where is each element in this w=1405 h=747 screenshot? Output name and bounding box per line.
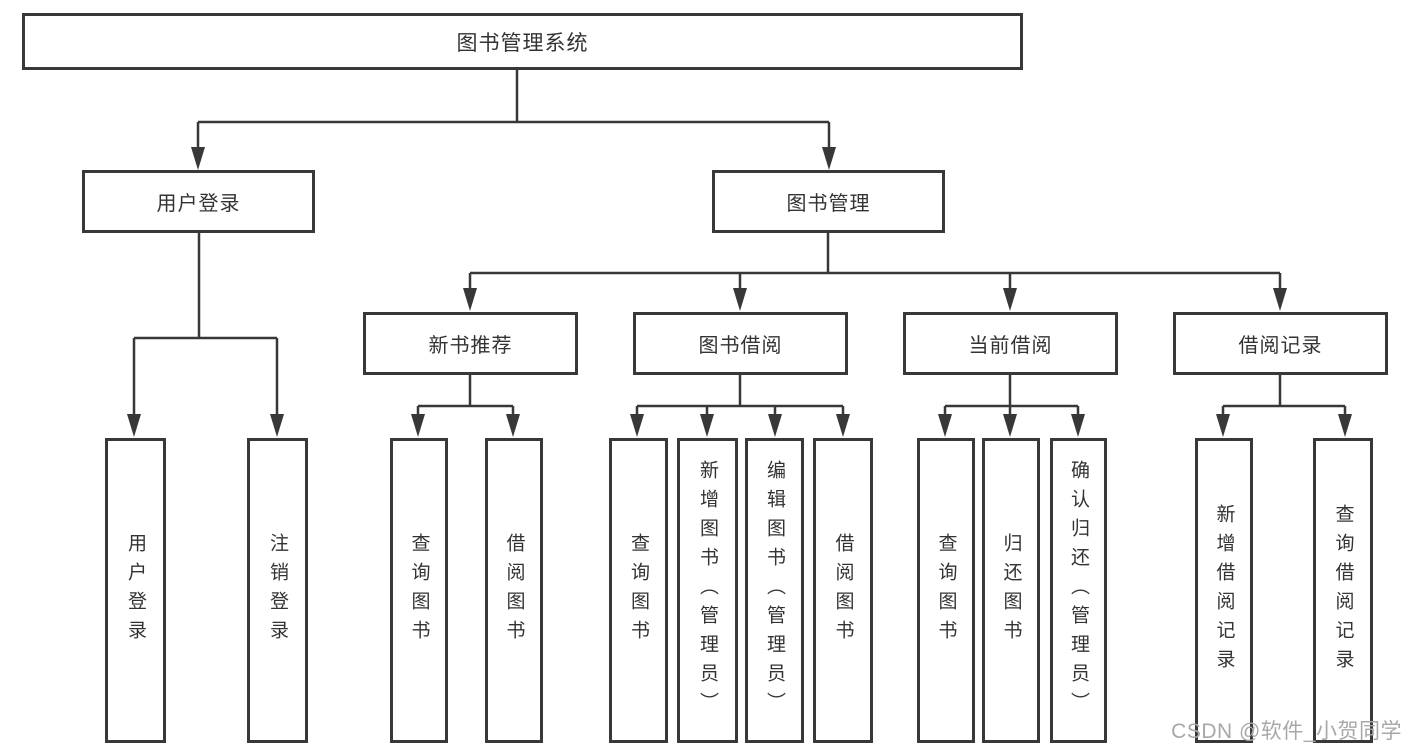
node-borrow-borrow-book: 借阅图书 bbox=[813, 438, 873, 743]
node-label: 借阅记录 bbox=[1238, 335, 1323, 357]
node-library-management-system: 图书管理系统 bbox=[22, 13, 1023, 70]
node-borrow-query-book: 查询图书 bbox=[609, 438, 668, 743]
node-new-book-recommend: 新书推荐 bbox=[363, 312, 578, 375]
node-label: 新书推荐 bbox=[428, 335, 513, 357]
node-user-login: 用户登录 bbox=[82, 170, 315, 233]
node-current-confirm-return-admin: 确认归还（管理员） bbox=[1050, 438, 1107, 743]
arrowheads bbox=[127, 147, 1352, 437]
node-user-login-item: 用户登录 bbox=[105, 438, 166, 743]
node-logout-item: 注销登录 bbox=[247, 438, 308, 743]
node-label: 查询图书 bbox=[408, 532, 430, 649]
node-label: 查询图书 bbox=[935, 532, 957, 649]
node-label: 用户登录 bbox=[156, 193, 241, 215]
node-label: 新增图书（管理员） bbox=[697, 460, 718, 721]
node-rec-query-book: 查询图书 bbox=[390, 438, 448, 743]
node-record-query-record: 查询借阅记录 bbox=[1313, 438, 1373, 743]
node-rec-borrow-book: 借阅图书 bbox=[485, 438, 543, 743]
node-current-return-book: 归还图书 bbox=[982, 438, 1040, 743]
node-current-borrowing: 当前借阅 bbox=[903, 312, 1118, 375]
node-label: 借阅图书 bbox=[832, 532, 854, 649]
node-borrow-edit-book-admin: 编辑图书（管理员） bbox=[745, 438, 804, 743]
watermark: CSDN @软件_小贺同学 bbox=[1171, 720, 1402, 743]
node-book-borrowing: 图书借阅 bbox=[633, 312, 848, 375]
node-book-management: 图书管理 bbox=[712, 170, 945, 233]
node-label: 编辑图书（管理员） bbox=[764, 460, 785, 721]
node-label: 归还图书 bbox=[1000, 532, 1022, 649]
node-label: 当前借阅 bbox=[968, 335, 1053, 357]
node-record-add-record: 新增借阅记录 bbox=[1195, 438, 1253, 743]
node-label: 图书借阅 bbox=[698, 335, 783, 357]
node-borrow-add-book-admin: 新增图书（管理员） bbox=[677, 438, 738, 743]
node-label: 图书管理系统 bbox=[456, 31, 589, 55]
node-label: 注销登录 bbox=[267, 532, 288, 649]
node-borrowing-records: 借阅记录 bbox=[1173, 312, 1388, 375]
node-label: 确认归还（管理员） bbox=[1068, 460, 1089, 721]
node-label: 查询图书 bbox=[628, 532, 649, 649]
node-label: 借阅图书 bbox=[503, 532, 525, 649]
node-label: 用户登录 bbox=[125, 532, 146, 649]
node-label: 查询借阅记录 bbox=[1332, 503, 1354, 678]
node-label: 新增借阅记录 bbox=[1213, 503, 1235, 678]
node-label: 图书管理 bbox=[786, 193, 871, 215]
node-current-query-book: 查询图书 bbox=[917, 438, 975, 743]
